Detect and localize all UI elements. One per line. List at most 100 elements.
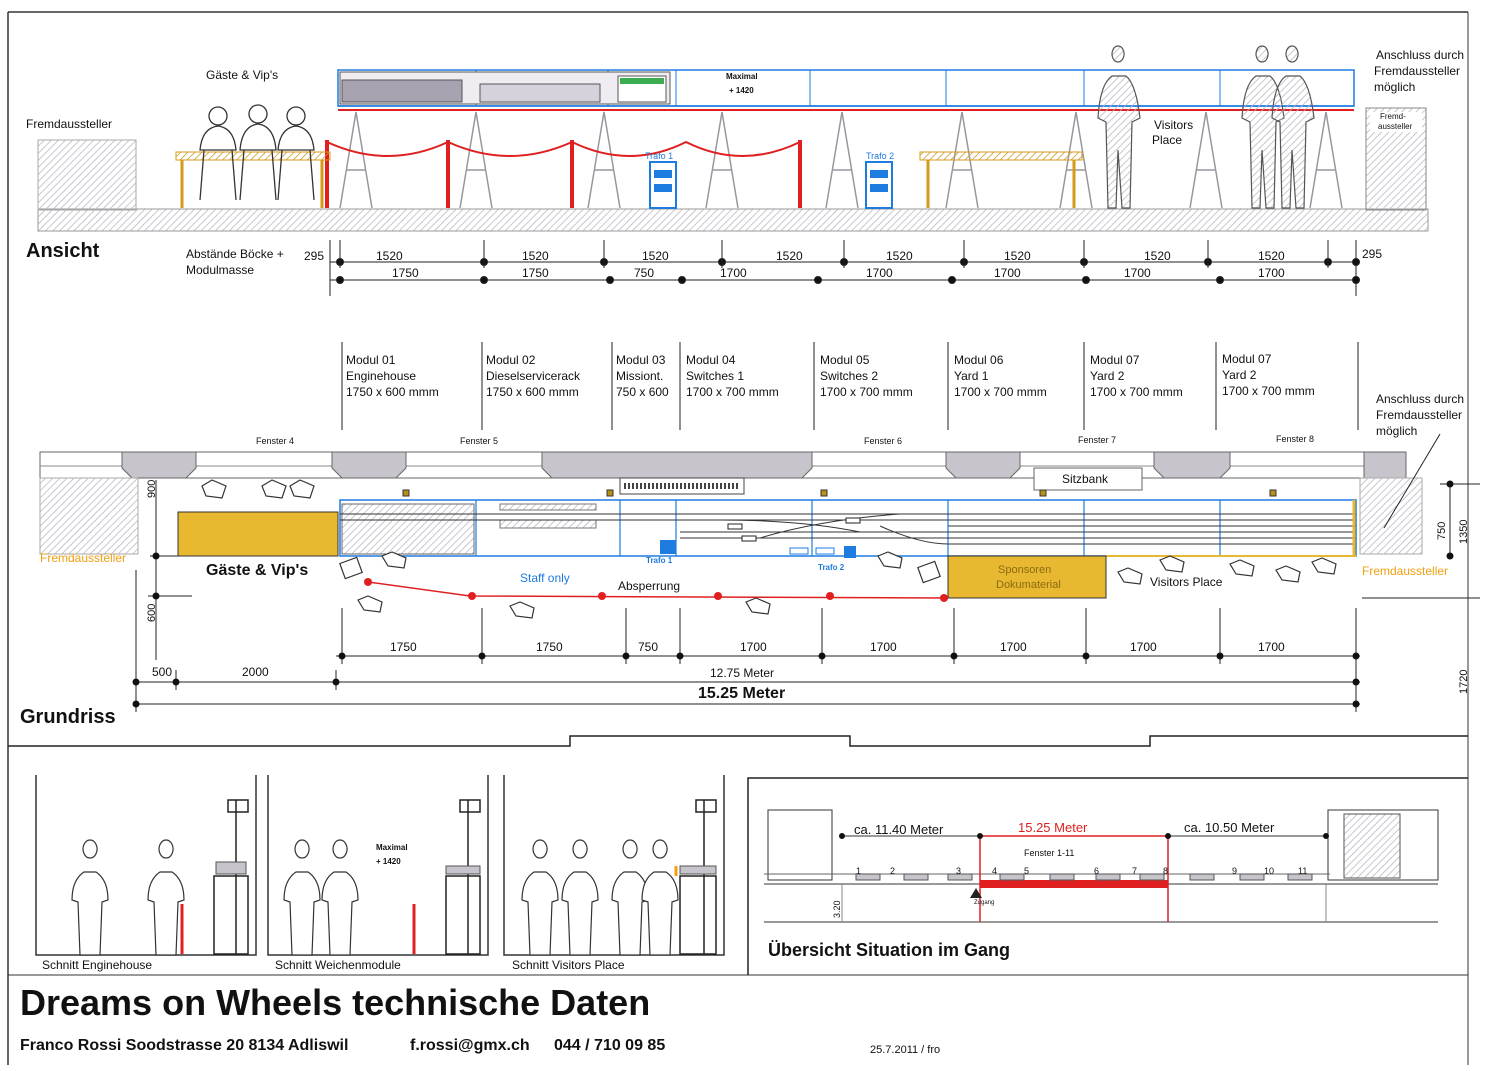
module-8: Modul 07 Yard 2 1700 x 700 mmm bbox=[1222, 351, 1315, 399]
module-8-desc: Yard 2 bbox=[1222, 368, 1257, 382]
module-1-desc: Enginehouse bbox=[346, 369, 417, 383]
module-4-desc: Switches 1 bbox=[686, 369, 745, 383]
dim-15-25: 15.25 Meter bbox=[698, 685, 786, 702]
fremd-left-plan: Fremdaussteller bbox=[40, 551, 127, 565]
visitors-place-plan: Visitors Place bbox=[1150, 575, 1223, 589]
cross-sections bbox=[35, 775, 725, 956]
schnitt-visitors-label: Schnitt Visitors Place bbox=[512, 958, 625, 972]
sitzbank-label: Sitzbank bbox=[1062, 472, 1109, 486]
plan-anschluss-2: Fremdaussteller bbox=[1376, 408, 1463, 422]
footer-address: Franco Rossi Soodstrasse 20 8134 Adliswi… bbox=[20, 1037, 349, 1054]
plan-length-3: 750 bbox=[638, 640, 659, 654]
overview-zugang: Zugang bbox=[974, 900, 995, 906]
spacing-4: 1520 bbox=[776, 249, 803, 263]
plan-length-4: 1700 bbox=[740, 640, 767, 654]
staff-only-label: Staff only bbox=[520, 571, 570, 585]
overview-num-10: 10 bbox=[1264, 866, 1275, 876]
module-6-name: Modul 06 bbox=[954, 353, 1004, 367]
plan-length-1: 1750 bbox=[390, 640, 417, 654]
footer-email: f.rossi@gmx.ch bbox=[410, 1037, 530, 1054]
spacing-3: 1520 bbox=[642, 249, 669, 263]
overview-height: 3.20 bbox=[832, 900, 842, 918]
abstaende-line2: Modulmasse bbox=[186, 263, 255, 277]
fremd-box-line2: aussteller bbox=[1378, 122, 1413, 131]
guests-label: Gäste & Vip's bbox=[206, 68, 279, 82]
absperrung-label: Absperrung bbox=[618, 579, 681, 593]
page-frame bbox=[7, 11, 1469, 1065]
overview-num-5: 5 bbox=[1024, 866, 1030, 876]
module-8-name: Modul 07 bbox=[1222, 352, 1272, 366]
trafo2-plan: Trafo 2 bbox=[818, 563, 845, 572]
overview-num-4: 4 bbox=[992, 866, 998, 876]
trafo1-plan: Trafo 1 bbox=[646, 556, 673, 565]
module-1: Modul 01 Enginehouse 1750 x 600 mmm bbox=[346, 352, 439, 400]
overview-num-9: 9 bbox=[1232, 866, 1238, 876]
mod-length-1: 1750 bbox=[392, 266, 419, 280]
module-7-desc: Yard 2 bbox=[1090, 369, 1125, 383]
spacing-8: 1520 bbox=[1258, 249, 1285, 263]
window-8: Fenster 8 bbox=[1276, 434, 1315, 444]
spacing-7: 1520 bbox=[1144, 249, 1171, 263]
section-divider bbox=[8, 735, 1468, 747]
trafo1-label: Trafo 1 bbox=[645, 151, 674, 161]
dim-500: 500 bbox=[152, 665, 173, 679]
elevation-dimensions bbox=[329, 240, 1360, 296]
module-5-desc: Switches 2 bbox=[820, 369, 879, 383]
guests-plan-label: Gäste & Vip's bbox=[206, 562, 309, 579]
sponsoren-line1: Sponsoren bbox=[998, 564, 1052, 576]
dim-750: 750 bbox=[1436, 521, 1448, 540]
plan-anschluss-1: Anschluss durch bbox=[1376, 392, 1465, 406]
module-7: Modul 07 Yard 2 1700 x 700 mmm bbox=[1090, 352, 1183, 400]
module-2: Modul 02 Dieselservicerack 1750 x 600 mm… bbox=[486, 352, 580, 400]
schnitt-weichen-label: Schnitt Weichenmodule bbox=[275, 958, 401, 972]
overview-num-7: 7 bbox=[1132, 866, 1138, 876]
anschluss-line2: Fremdaussteller bbox=[1374, 64, 1461, 78]
overview-right: ca. 10.50 Meter bbox=[1184, 820, 1275, 835]
dim-1720: 1720 bbox=[1458, 669, 1470, 694]
elevation-title: Ansicht bbox=[26, 240, 100, 262]
module-4: Modul 04 Switches 1 1700 x 700 mmm bbox=[686, 352, 779, 400]
module-6-desc: Yard 1 bbox=[954, 369, 989, 383]
mod-length-5: 1700 bbox=[866, 266, 893, 280]
fremd-box-line1: Fremd- bbox=[1380, 112, 1406, 121]
maximal-label: Maximal bbox=[726, 72, 758, 81]
mod-length-2: 1750 bbox=[522, 266, 549, 280]
overview-middle: 15.25 Meter bbox=[1018, 820, 1088, 835]
abstaende-line1: Abstände Böcke + bbox=[186, 247, 284, 261]
spacing-2: 1520 bbox=[522, 249, 549, 263]
schnitt-engine-label: Schnitt Enginehouse bbox=[42, 958, 153, 972]
overview-num-2: 2 bbox=[890, 866, 896, 876]
module-5: Modul 05 Switches 2 1700 x 700 mmm bbox=[820, 352, 913, 400]
module-4-size: 1700 x 700 mmm bbox=[686, 385, 779, 399]
module-4-name: Modul 04 bbox=[686, 353, 736, 367]
mod-length-8: 1700 bbox=[1258, 266, 1285, 280]
visitors-label: Visitors bbox=[1154, 118, 1194, 132]
anschluss-line3: möglich bbox=[1374, 80, 1416, 94]
anschluss-line1: Anschluss durch bbox=[1376, 48, 1465, 62]
dim-1350: 1350 bbox=[1458, 519, 1470, 544]
window-4: Fenster 4 bbox=[256, 436, 295, 446]
plan-title: Grundriss bbox=[20, 706, 116, 728]
module-3-size: 750 x 600 bbox=[616, 385, 669, 399]
place-label: Place bbox=[1152, 133, 1183, 147]
module-5-size: 1700 x 700 mmm bbox=[820, 385, 913, 399]
elevation-view bbox=[37, 45, 1429, 232]
footer-date: 25.7.2011 / fro bbox=[870, 1044, 941, 1056]
mod-length-6: 1700 bbox=[994, 266, 1021, 280]
window-6: Fenster 6 bbox=[864, 436, 903, 446]
module-5-name: Modul 05 bbox=[820, 353, 870, 367]
module-3: Modul 03 Missiont. 750 x 600 bbox=[616, 352, 669, 400]
overview-num-8: 8 bbox=[1163, 866, 1169, 876]
dim-600: 600 bbox=[146, 603, 158, 622]
overview-fenster: Fenster 1-11 bbox=[1024, 848, 1075, 858]
end-left: 295 bbox=[304, 249, 325, 263]
overview-title: Übersicht Situation im Gang bbox=[768, 940, 1011, 960]
schnitt-height: + 1420 bbox=[376, 857, 401, 866]
height-label: + 1420 bbox=[729, 86, 754, 95]
overview-num-3: 3 bbox=[956, 866, 962, 876]
trafo2-label: Trafo 2 bbox=[866, 151, 895, 161]
module-6-size: 1700 x 700 mmm bbox=[954, 385, 1047, 399]
module-1-size: 1750 x 600 mmm bbox=[346, 385, 439, 399]
plan-length-2: 1750 bbox=[536, 640, 563, 654]
